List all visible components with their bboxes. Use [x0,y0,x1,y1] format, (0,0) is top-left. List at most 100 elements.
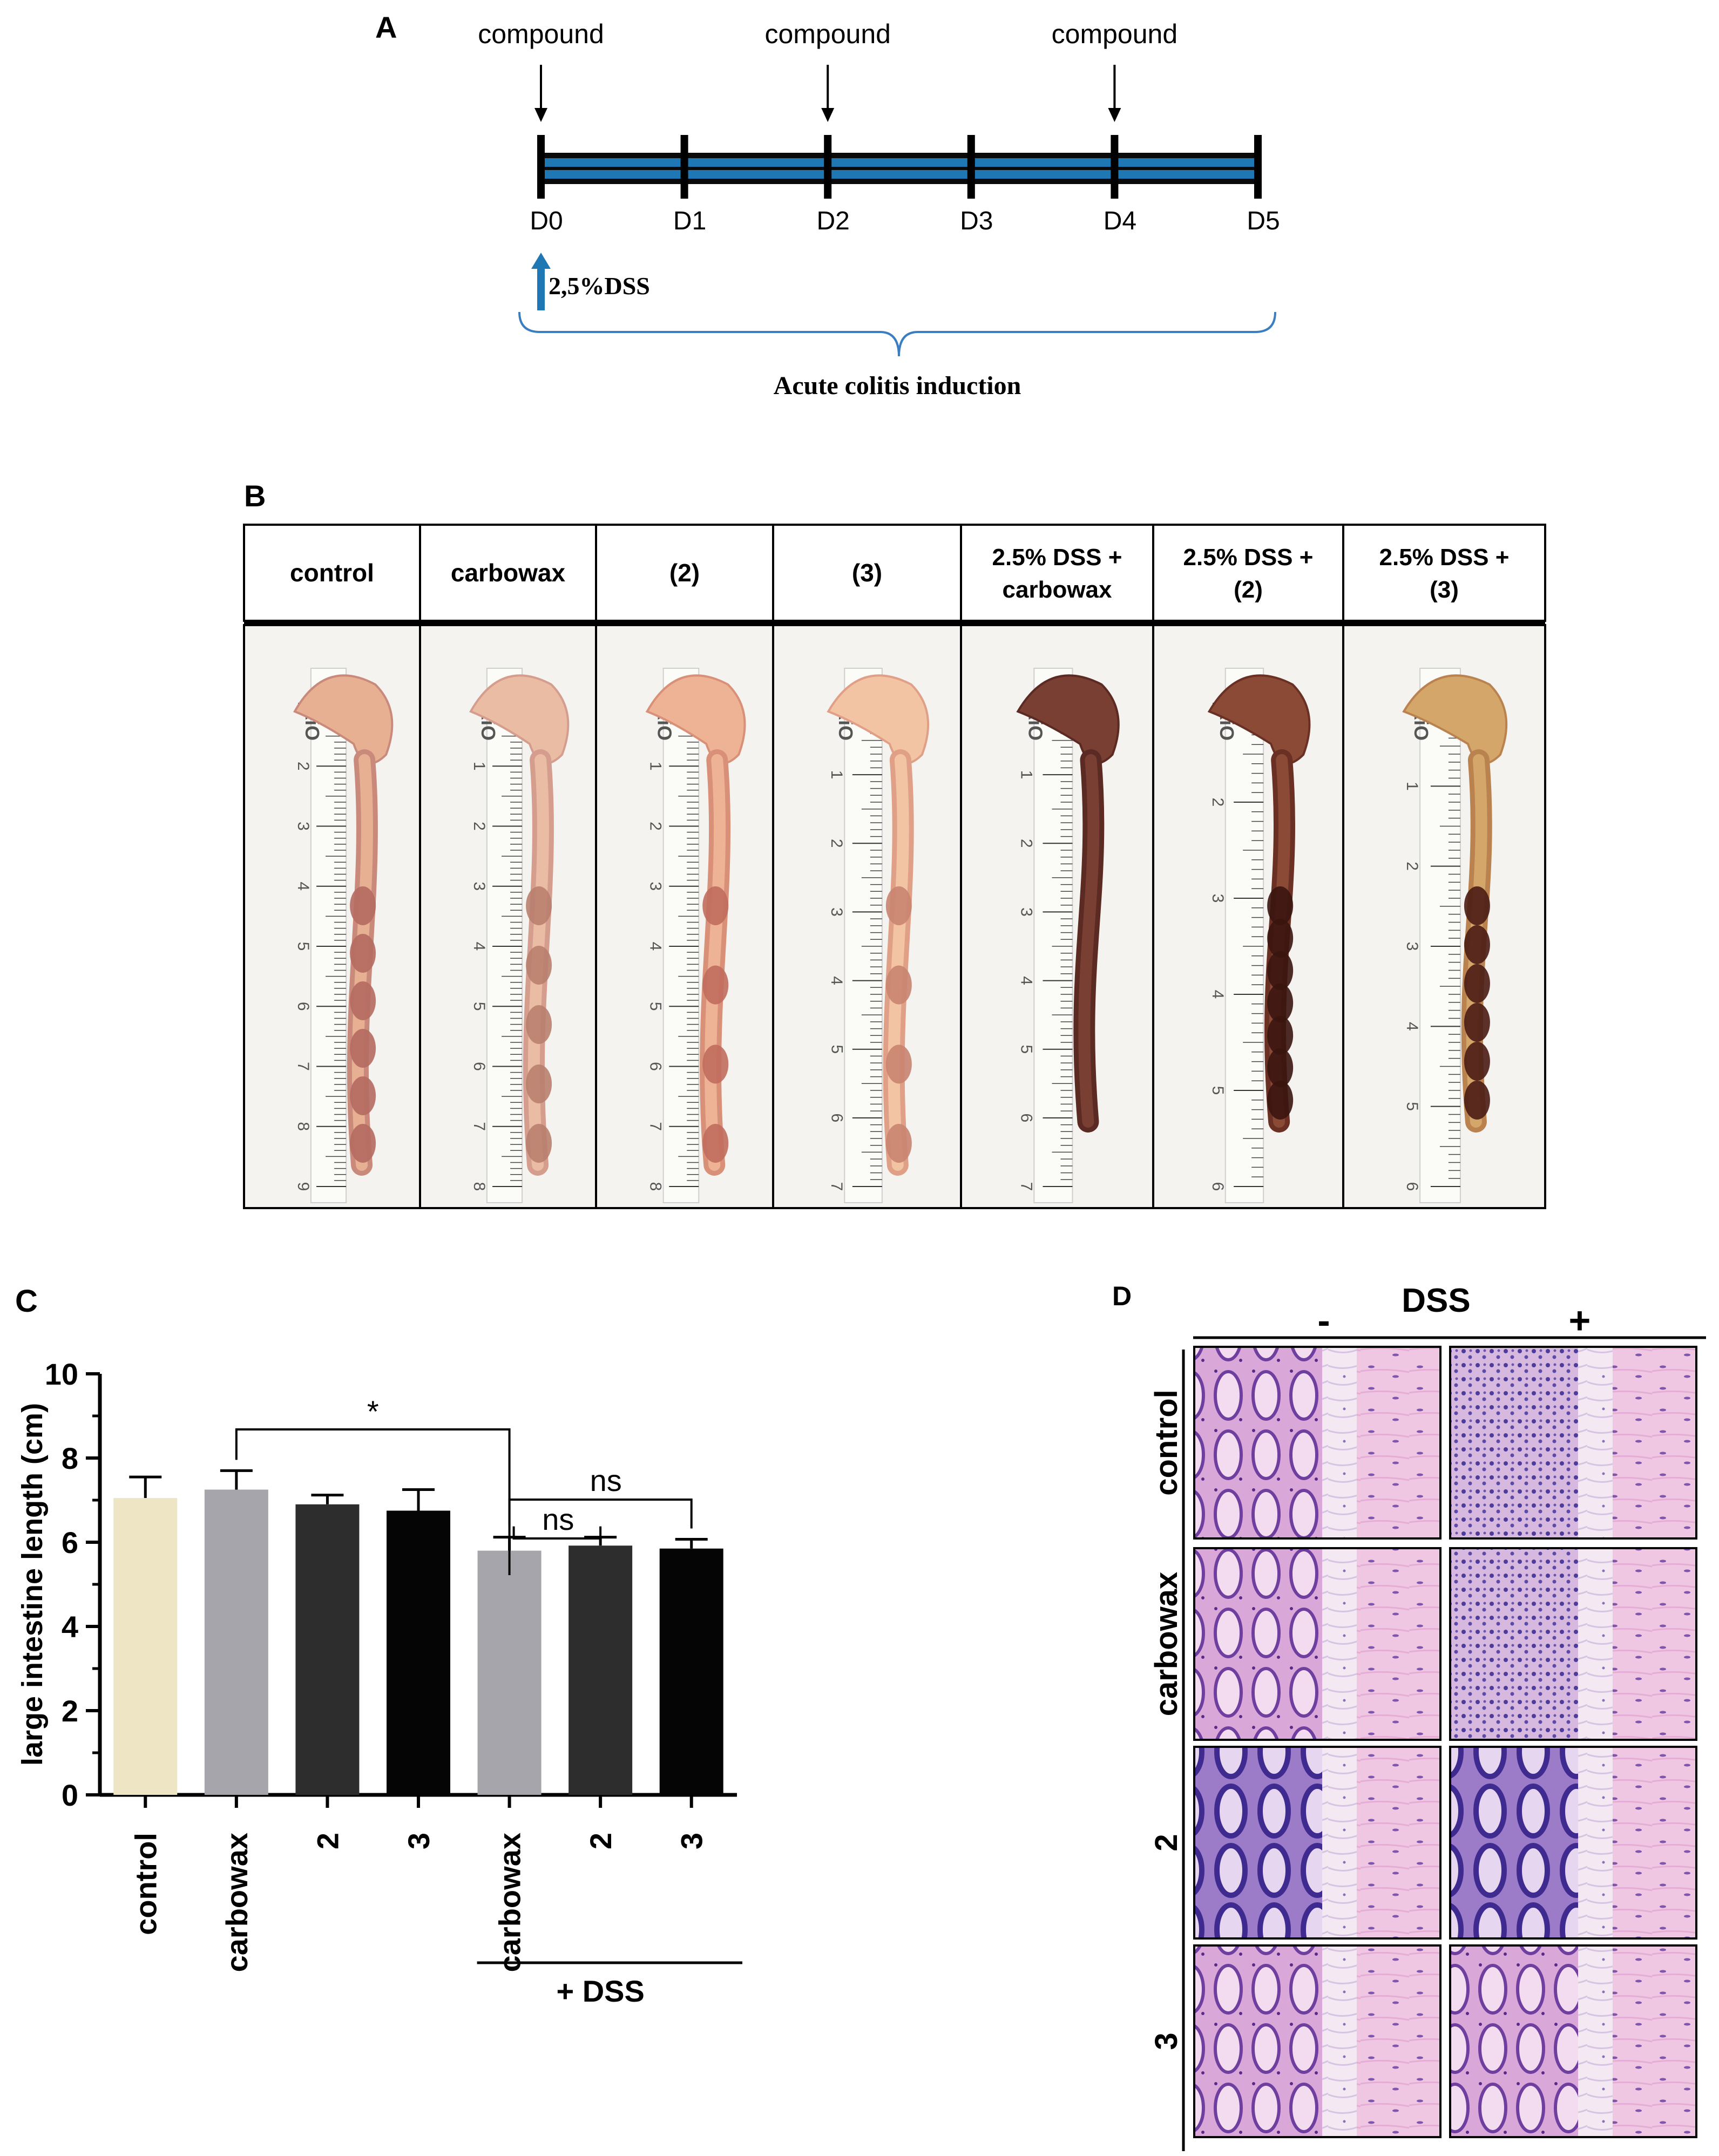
ruler-number: 6 [647,1062,665,1071]
fecal-pellet [702,1124,729,1163]
fecal-pellet [1464,1042,1490,1081]
dss-group-label: + DSS [556,1974,644,2008]
fecal-pellet [1267,951,1294,990]
significance-label: ns [590,1463,622,1497]
column-header-label: control [290,559,374,587]
fecal-pellet [1267,1081,1294,1120]
fecal-pellet [885,1124,912,1163]
fecal-pellet [526,1065,552,1103]
intestine-column: carbowax012345678RiO [419,524,597,1209]
fecal-pellet [350,934,376,973]
cecum [1016,674,1120,764]
ruler-number: 2 [828,839,845,848]
ruler-number: 1 [647,762,665,771]
fecal-pellet [1464,925,1490,964]
ruler-number: 4 [1017,976,1035,985]
ruler-number: 3 [470,882,488,891]
x-tick-label: control [128,1833,163,1935]
y-tick-label: 8 [62,1441,78,1475]
fecal-pellet [526,1005,552,1044]
induction-label: Acute colitis induction [774,371,1021,400]
column-header-cell [772,524,962,622]
fecal-pellet [1267,1048,1294,1087]
column-header-label: (3) [852,559,882,587]
panel-c-letter: C [15,1284,38,1319]
ruler-number: 1 [470,762,488,771]
column-header-label: (2) [669,559,700,587]
ruler-number: 3 [294,822,312,831]
histology-row-label: control [1149,1389,1184,1496]
fecal-pellet [1267,886,1294,925]
fecal-pellet [1464,1081,1490,1120]
fecal-pellet [1464,964,1490,1003]
dss-column-label: - [1317,1299,1330,1341]
fecal-pellet [1267,919,1294,958]
ruler-number: 5 [470,1002,488,1011]
significance-bracket [235,1428,511,1527]
x-tick-label: carbowax [220,1833,254,1972]
timeline-tick [680,135,688,199]
bar [477,1550,542,1795]
ruler [1033,668,1073,1203]
ruler [1419,668,1461,1203]
panel-b-letter: B [244,479,266,513]
bar [295,1504,360,1795]
compound-label: compound [764,19,891,49]
ruler-number: 3 [1209,894,1227,903]
ruler-number: 3 [647,882,665,891]
ruler-number: 2 [1209,798,1227,807]
ruler-number: 9 [294,1182,312,1191]
x-tick-label: 2 [310,1833,344,1849]
day-label: D0 [530,207,563,235]
timeline-tick [1254,135,1262,199]
day-label: D4 [1104,207,1136,235]
fecal-pellet [350,1029,376,1068]
cecum [827,674,930,764]
ruler-number: 6 [1017,1114,1035,1123]
ruler-number: 4 [1209,990,1227,999]
day-label: D3 [960,207,993,235]
column-header-line1: 2.5% DSS + [1379,544,1510,571]
bar [387,1510,450,1795]
ruler-number: 3 [1017,907,1035,917]
compound-dose-marker: compound [764,19,891,122]
column-header-cell [1152,524,1344,622]
ruler-number: 6 [470,1062,488,1071]
fecal-pellet [1267,984,1294,1022]
fecal-pellet [885,886,912,925]
ruler-number: 8 [647,1182,665,1191]
ruler-number: 3 [1403,942,1421,951]
bar [569,1545,633,1795]
y-tick-label: 4 [62,1610,78,1644]
y-tick-label: 2 [62,1694,78,1728]
intestine-column: 2.5% DSS +(3)0123456RiO [1342,524,1546,1209]
x-tick-label: 2 [584,1833,618,1849]
cecum [645,674,746,764]
y-tick-label: 6 [62,1526,78,1560]
ruler-number: 5 [1403,1102,1421,1111]
column-header-cell [419,524,597,622]
ruler-number: 3 [828,907,845,917]
timeline-tick [537,135,545,199]
ruler [1224,668,1264,1203]
compound-label: compound [478,19,604,49]
ruler-number: 4 [1403,1022,1421,1031]
ruler-number: 6 [1209,1182,1227,1191]
histology-image [1193,1547,1441,1741]
timeline-tick [1111,135,1119,199]
histology-row-label: 2 [1149,1834,1184,1851]
cecum [1207,674,1311,764]
histology-row-label: carbowax [1149,1572,1184,1717]
panel-a-letter: A [375,10,397,44]
x-tick-label: carbowax [493,1833,527,1972]
column-header-line1: 2.5% DSS + [1183,544,1314,571]
ruler-number: 8 [470,1182,488,1191]
column-header-line1: 2.5% DSS + [992,544,1122,571]
significance-label: * [367,1394,379,1428]
fecal-pellet [350,1076,376,1115]
x-tick-label: 3 [675,1833,709,1849]
